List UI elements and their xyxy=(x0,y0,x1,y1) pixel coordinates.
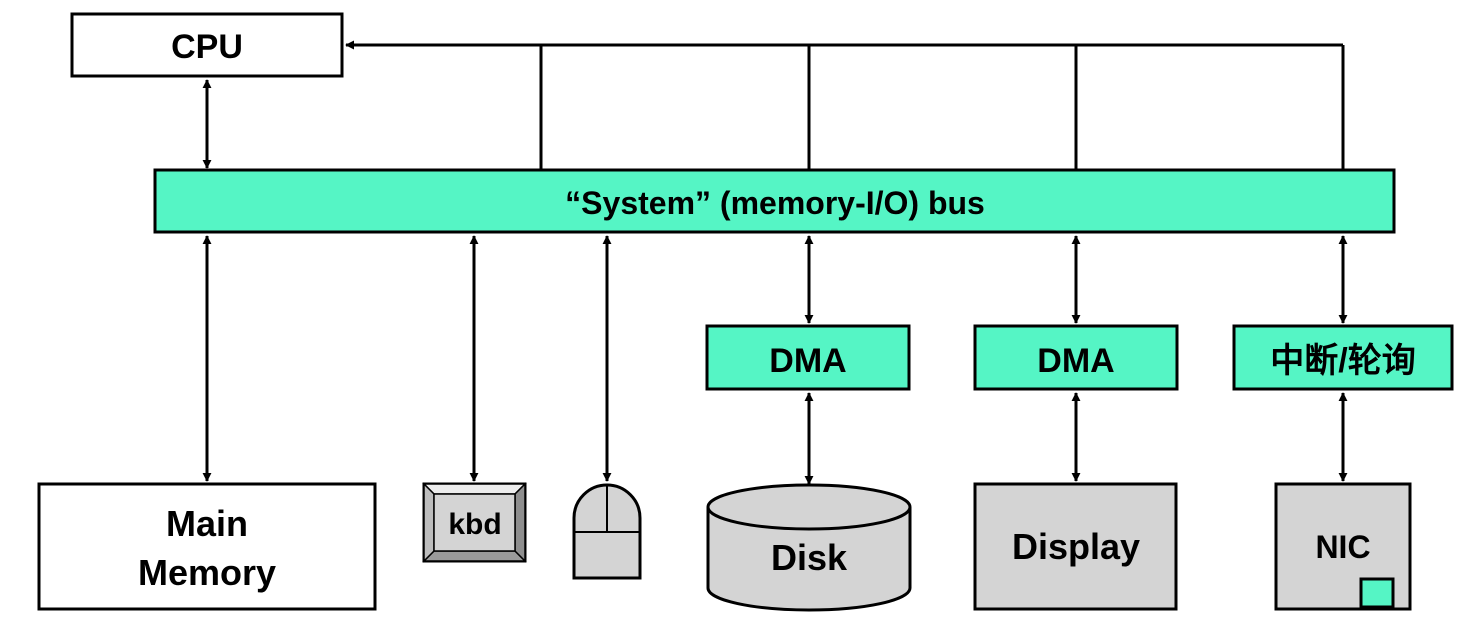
system-bus: “System” (memory-I/O) bus xyxy=(153,168,1396,234)
keyboard-label: kbd xyxy=(448,508,501,541)
cpu-box: CPU xyxy=(70,12,344,78)
keyboard-icon: kbd xyxy=(422,482,527,563)
bus-label: “System” (memory-I/O) bus xyxy=(565,185,985,221)
bus-device-arrows xyxy=(202,235,1348,485)
nic-port-icon xyxy=(1359,577,1395,609)
interrupt-polling-label: 中断/轮询 xyxy=(1270,342,1415,380)
interrupt-lines xyxy=(345,40,1345,170)
display-box: Display xyxy=(973,482,1178,611)
disk-icon: Disk xyxy=(706,483,912,612)
main-memory-label-line2: Memory xyxy=(138,552,276,593)
disk-label: Disk xyxy=(771,537,848,578)
nic-box: NIC xyxy=(1274,482,1412,611)
interrupt-polling-controller: 中断/轮询 xyxy=(1232,324,1454,391)
dma-disk-label: DMA xyxy=(769,342,846,380)
dma-disk-controller: DMA xyxy=(705,324,911,391)
nic-label: NIC xyxy=(1315,529,1370,565)
main-memory-box: Main Memory xyxy=(37,482,377,611)
mouse-icon xyxy=(572,483,642,580)
display-label: Display xyxy=(1012,526,1140,567)
dma-display-controller: DMA xyxy=(973,324,1179,391)
cpu-label: CPU xyxy=(171,28,243,66)
main-memory-label-line1: Main xyxy=(166,503,248,544)
dma-display-label: DMA xyxy=(1037,342,1114,380)
